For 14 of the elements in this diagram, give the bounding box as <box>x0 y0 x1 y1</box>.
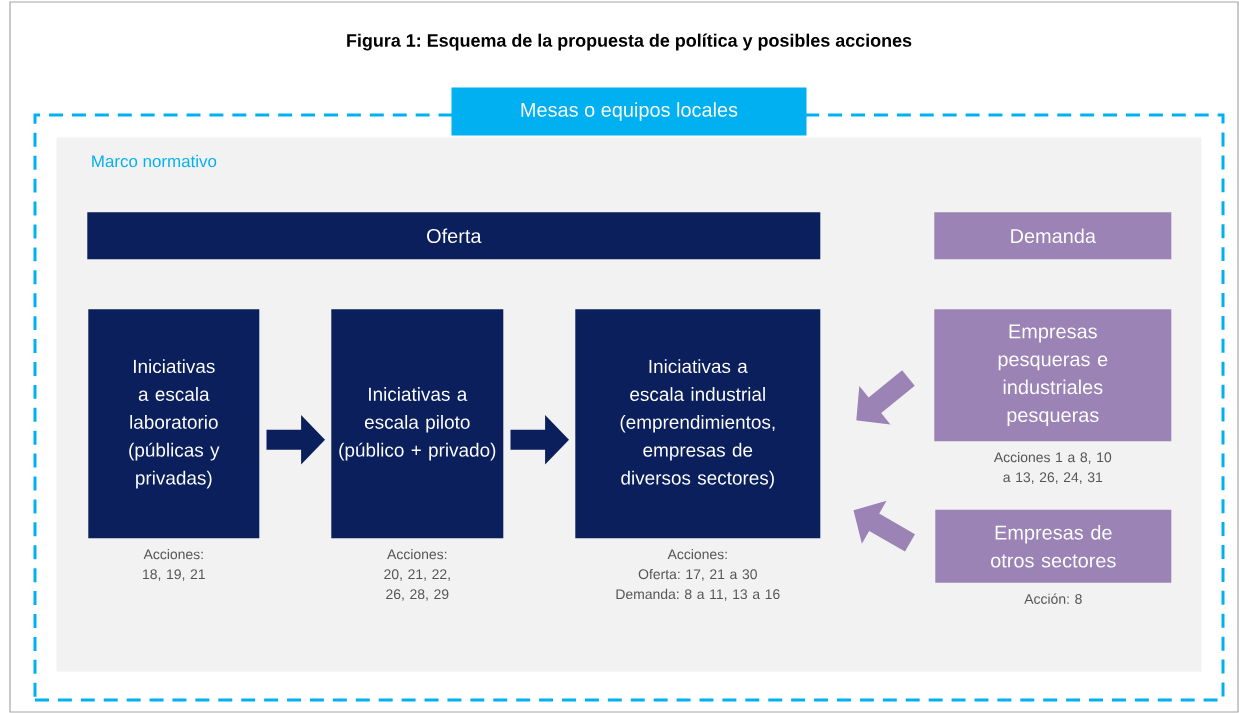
caption-text: Acciones: 18, 19, 21 <box>143 549 205 581</box>
block-arrow <box>856 370 915 425</box>
figure-title: Figura 1: Esquema de la propuesta de política y posibles acciones <box>347 33 912 51</box>
process-box: Iniciativas a escala laboratorio (públicas y privadas) <box>88 309 260 539</box>
process-box: Empresas de otros sectores <box>935 509 1172 583</box>
caption-text: Acciones: Oferta: 17, 21 a 30 Demanda: 8 a 11, 13 a 16 <box>616 549 780 601</box>
process-box: Iniciativas a escala piloto (público + privado) <box>331 309 504 539</box>
header-bar: Demanda <box>934 212 1172 260</box>
header-bar: Oferta <box>87 212 821 260</box>
process-box: Empresas pesqueras e industriales pesqueras <box>934 309 1172 442</box>
process-box: Iniciativas a escala industrial (emprendimientos, empresas de diversos sectores) <box>575 309 821 539</box>
caption-text: Acciones 1 a 8, 10 a 13, 26, 24, 31 <box>993 452 1112 484</box>
caption-text: Acciones: 20, 21, 22, 26, 28, 29 <box>384 549 450 601</box>
caption-text: Acción: 8 <box>1024 593 1082 604</box>
